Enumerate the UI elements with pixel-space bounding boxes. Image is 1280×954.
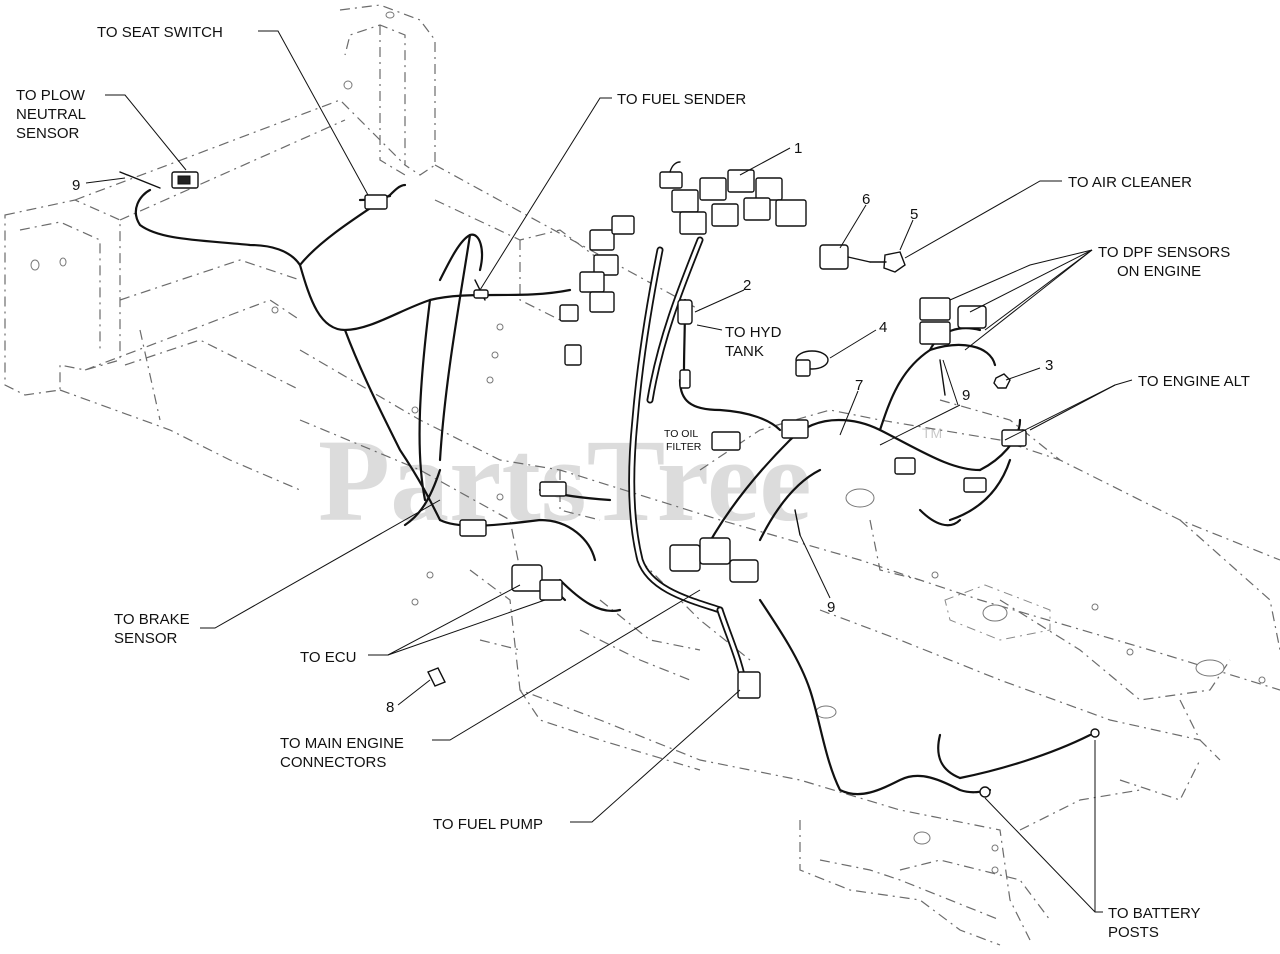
label-to-dpf-2: ON ENGINE [1117, 263, 1201, 280]
label-to-dpf-1: TO DPF SENSORS [1098, 244, 1230, 261]
label-to-ecu: TO ECU [300, 649, 356, 666]
chassis-holes [30, 11, 1266, 874]
part-number-9-left: 9 [72, 177, 80, 194]
label-to-plow-1: TO PLOW [16, 87, 86, 104]
part-number-1: 1 [794, 140, 802, 157]
part-number-2: 2 [743, 277, 751, 294]
part-number-5: 5 [910, 206, 918, 223]
relay-stack-left [559, 215, 635, 366]
leader-lines [85, 30, 1133, 913]
part-numbers: 1 2 3 4 5 6 7 8 9 9 9 [72, 140, 1053, 716]
part-number-8: 8 [386, 699, 394, 716]
label-to-battery-1: TO BATTERY [1108, 905, 1201, 922]
part-number-9-bottom: 9 [827, 599, 835, 616]
chassis-frame [4, 4, 1280, 946]
part-number-9-right: 9 [962, 387, 970, 404]
label-to-seat-switch: TO SEAT SWITCH [97, 24, 223, 41]
label-to-hyd-2: TANK [725, 343, 764, 360]
label-to-oil-1: TO OIL [664, 428, 698, 440]
label-to-main-2: CONNECTORS [280, 754, 386, 771]
callout-labels: TO SEAT SWITCH TO PLOW NEUTRAL SENSOR TO… [16, 24, 1250, 941]
watermark-tm: TM [922, 425, 942, 441]
sensor-parts [119, 171, 1100, 798]
label-to-hyd-1: TO HYD [725, 324, 782, 341]
label-to-air-cleaner: TO AIR CLEANER [1068, 174, 1192, 191]
label-to-battery-2: POSTS [1108, 924, 1159, 941]
label-to-brake-2: SENSOR [114, 630, 178, 647]
label-to-plow-3: SENSOR [16, 125, 80, 142]
label-to-brake-1: TO BRAKE [114, 611, 190, 628]
part-number-7: 7 [855, 377, 863, 394]
part-number-4: 4 [879, 319, 887, 336]
label-to-fuel-pump: TO FUEL PUMP [433, 816, 543, 833]
part-number-3: 3 [1045, 357, 1053, 374]
label-to-plow-2: NEUTRAL [16, 106, 86, 123]
label-to-main-1: TO MAIN ENGINE [280, 735, 404, 752]
label-to-oil-2: FILTER [666, 441, 702, 453]
part-number-6: 6 [862, 191, 870, 208]
relay-bank [659, 161, 807, 235]
label-to-engine-alt: TO ENGINE ALT [1138, 373, 1250, 390]
label-to-fuel-sender: TO FUEL SENDER [617, 91, 746, 108]
